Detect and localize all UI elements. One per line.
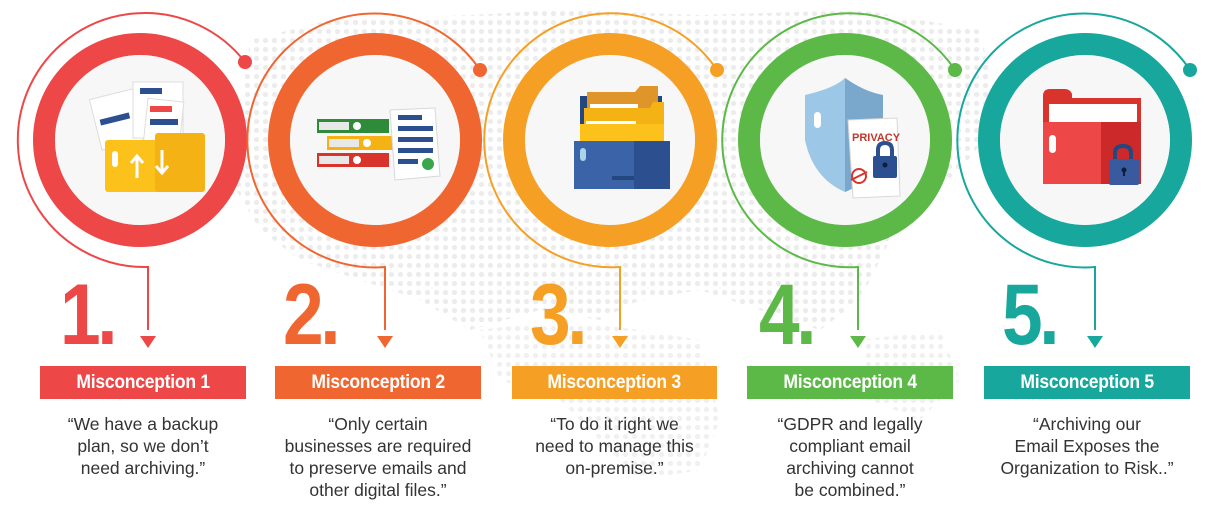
quote-line: “GDPR and legally [777,414,923,434]
misconception-4-badge: Misconception 4 [747,366,953,399]
icon-ring-4: PRIVACY [721,12,962,348]
icon-ring-5 [956,12,1197,348]
misconception-item-3: 3. Misconception 3 “To do it right we ne… [470,0,724,513]
privacy-label: PRIVACY [852,132,901,144]
step-number-5: 5. [1002,267,1060,363]
misconception-item-4: PRIVACY 4. Misconception 4 “GDPR and leg… [705,0,962,513]
step-number-4: 4. [759,267,817,363]
quote-line: plan, so we don’t [77,436,209,456]
shield-privacy-lock-icon: PRIVACY [805,78,901,199]
badge-label: Misconception 1 [76,371,210,393]
quote-line: “Only certain [328,414,428,434]
quote-line: be combined.” [794,480,906,500]
quote-line: need to manage this [535,436,694,456]
misconception-3-badge: Misconception 3 [512,366,717,399]
icon-ring-2 [246,12,487,348]
locked-folder-icon [1043,89,1141,185]
badge-label: Misconception 3 [547,371,682,393]
quote-line: other digital files.” [309,480,447,500]
quote-line: to preserve emails and [289,458,467,478]
icon-ring-3 [483,12,724,348]
step-number-3: 3. [530,267,588,363]
badge-label: Misconception 5 [1020,371,1154,393]
misconception-item-2: 2. Misconception 2 “Only certain busines… [235,0,487,513]
arrow-down-icon [850,336,866,348]
quote-line: “We have a backup [67,414,219,434]
step-number-2: 2. [283,267,341,363]
step-number-1: 1. [60,267,118,363]
quote-line: “To do it right we [550,414,679,434]
arrow-down-icon [612,336,628,348]
arrow-down-icon [377,336,393,348]
binders-document-icon [317,107,441,181]
quote-line: need archiving.” [80,458,206,478]
misconception-item-1: 1. Misconception 1 “We have a backup pla… [0,0,252,513]
misconception-item-5: 5. Misconception 5 “Archiving our Email … [945,0,1197,513]
quote-line: “Archiving our [1033,414,1141,434]
icon-ring-1 [16,12,252,348]
misconception-4-quote: “GDPR and legally compliant email archiv… [747,413,953,501]
badge-label: Misconception 2 [311,371,445,393]
quote-line: businesses are required [284,436,472,456]
misconception-2-badge: Misconception 2 [275,366,481,399]
arrow-down-icon [140,336,156,348]
misconception-5-badge: Misconception 5 [984,366,1190,399]
misconception-2-quote: “Only certain businesses are required to… [271,413,485,501]
quote-line: archiving cannot [786,458,914,478]
misconception-1-badge: Misconception 1 [40,366,246,399]
quote-line: compliant email [789,436,911,456]
folder-transfer-icon [88,81,205,192]
quote-line: Email Exposes the [1014,436,1160,456]
misconception-5-quote: “Archiving our Email Exposes the Organiz… [975,413,1199,479]
quote-line: Organization to Risk..” [1000,458,1174,478]
misconception-3-quote: “To do it right we need to manage this o… [512,413,717,479]
badge-label: Misconception 4 [783,371,917,393]
file-drawer-icon [574,86,670,189]
misconception-1-quote: “We have a backup plan, so we don’t need… [40,413,246,479]
arrow-down-icon [1087,336,1103,348]
quote-line: on-premise.” [565,458,664,478]
